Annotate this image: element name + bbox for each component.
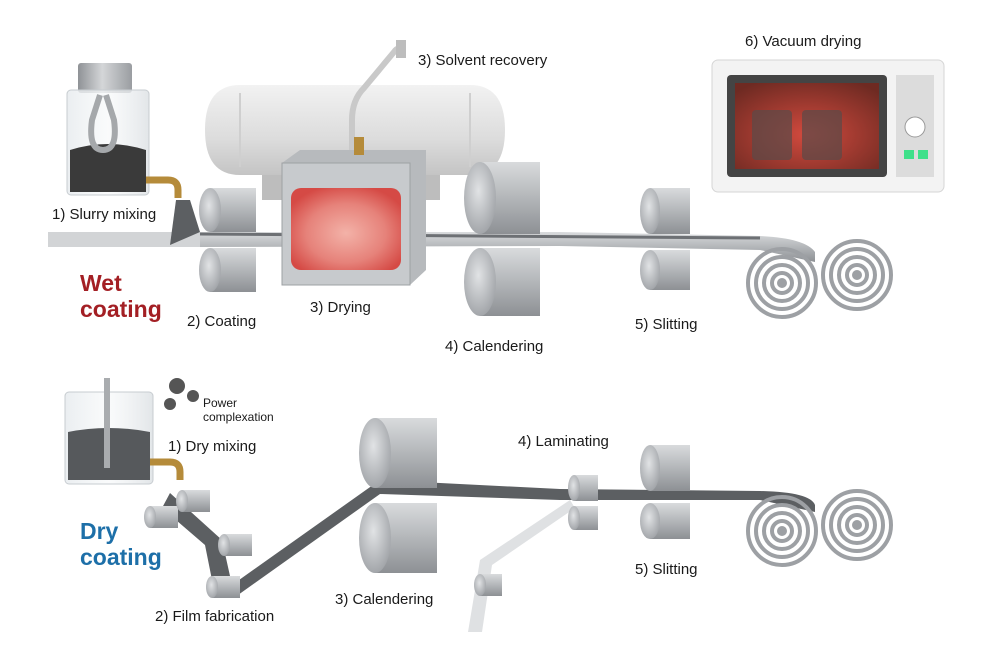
label-coating: 2) Coating — [187, 313, 257, 330]
wet-coating-title: Wet coating — [80, 270, 162, 322]
label-drying: 3) Drying — [310, 299, 371, 316]
film-roller-1 — [144, 506, 178, 528]
coating-die — [170, 200, 200, 245]
dry-coating-title: Dry coating — [80, 518, 162, 570]
dry-slitter-bottom — [640, 503, 690, 539]
film-roller-3 — [218, 534, 252, 556]
dry-coil-2 — [821, 489, 893, 561]
vacuum-oven — [711, 59, 945, 193]
label-slurry-mixing: 1) Slurry mixing — [52, 206, 157, 223]
laminating-roller-top — [568, 475, 598, 501]
label-power-complexation: Power complexation — [203, 396, 274, 424]
dry-calender-roller-top — [359, 418, 437, 488]
label-solvent-recovery: 3) Solvent recovery — [418, 52, 548, 69]
laminate-guide-roller — [474, 574, 502, 596]
wet-coil-2 — [821, 239, 893, 311]
dry-coil-1 — [746, 495, 818, 567]
wet-title-line1: Wet — [80, 270, 122, 296]
label-dry-calendering: 3) Calendering — [335, 591, 434, 608]
coating-roller-bottom — [199, 248, 256, 292]
laminating-roller-bottom — [568, 506, 598, 530]
drying-oven — [281, 137, 426, 286]
coating-roller-top — [199, 188, 256, 232]
label-vacuum-drying: 6) Vacuum drying — [745, 33, 862, 50]
dry-title-line1: Dry — [80, 518, 119, 544]
dry-title-line2: coating — [80, 544, 162, 570]
film-roller-4 — [206, 576, 240, 598]
laminating-foil — [468, 500, 575, 632]
wet-calender-roller-top — [464, 162, 540, 234]
wet-coil-1 — [746, 247, 818, 319]
wet-calender-roller-bottom — [464, 248, 540, 316]
label-laminating: 4) Laminating — [518, 433, 609, 450]
wet-title-line2: coating — [80, 296, 162, 322]
label-dry-slitting: 5) Slitting — [635, 561, 698, 578]
powder-particles — [164, 378, 199, 410]
slurry-mixer — [66, 63, 182, 198]
label-film-fabrication: 2) Film fabrication — [155, 608, 275, 625]
dry-slitter-top — [640, 445, 690, 491]
film-roller-2 — [176, 490, 210, 512]
label-dry-mixing: 1) Dry mixing — [168, 438, 257, 455]
label-wet-calendering: 4) Calendering — [445, 338, 544, 355]
label-wet-slitting: 5) Slitting — [635, 316, 698, 333]
dry-calender-roller-bottom — [359, 503, 437, 573]
wet-substrate-foil — [48, 232, 200, 247]
wet-slitter-top — [640, 188, 690, 234]
dry-mixer — [64, 378, 184, 485]
wet-slitter-bottom — [640, 250, 690, 290]
